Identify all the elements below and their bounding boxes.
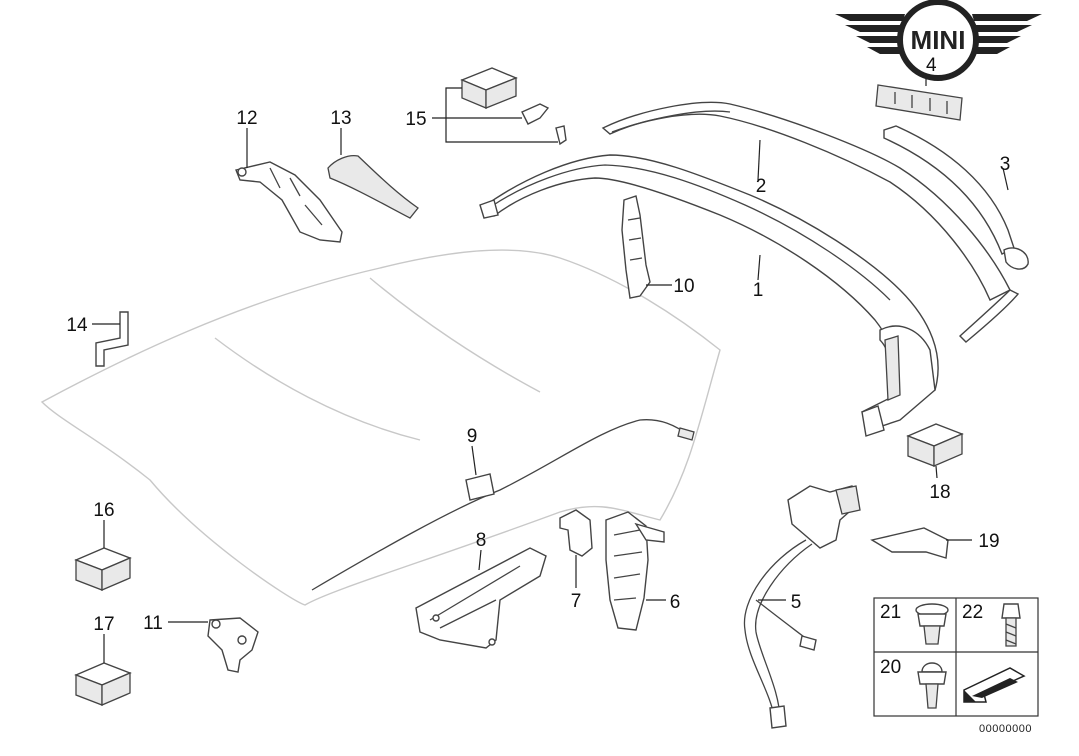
logo-ring <box>897 0 979 81</box>
mini-logo: MINI 4 <box>835 0 1042 86</box>
logo-wing-left <box>835 14 905 54</box>
logo-text: MINI <box>911 25 966 55</box>
part-5-latch <box>743 485 861 729</box>
fasteners-table: 21 22 20 <box>873 597 1039 717</box>
label-part-7: 7 <box>571 591 582 612</box>
part-12-hinge-plate <box>235 161 343 243</box>
label-part-12: 12 <box>236 108 257 129</box>
diagram-code: 00000000 <box>979 723 1032 735</box>
part-11-bracket <box>207 617 259 673</box>
part-14-rod <box>95 311 129 367</box>
label-part-18: 18 <box>929 482 950 503</box>
label-part-15: 15 <box>405 109 426 130</box>
part-2-front-bow <box>601 101 1020 343</box>
label-part-17: 17 <box>93 614 114 635</box>
label-part-10: 10 <box>673 276 694 297</box>
part-4-strip <box>875 84 963 121</box>
leader-lines <box>92 87 1009 663</box>
table-cell-22: 22 <box>962 602 983 623</box>
table-cell-21: 21 <box>880 602 901 623</box>
roof-outline <box>40 249 721 606</box>
label-part-6: 6 <box>670 592 681 613</box>
label-part-19: 19 <box>978 531 999 552</box>
part-13-trim <box>327 154 419 219</box>
fastener-21-icon <box>915 603 949 645</box>
label-part-13: 13 <box>330 108 351 129</box>
label-part-3: 3 <box>1000 154 1011 175</box>
label-part-16: 16 <box>93 500 114 521</box>
label-part-2: 2 <box>756 176 767 197</box>
label-part-1: 1 <box>753 280 764 301</box>
part-15-box <box>460 67 518 109</box>
label-part-11: 11 <box>143 613 163 634</box>
arrow-icon <box>963 667 1026 703</box>
part-19-seal <box>870 527 949 559</box>
fastener-22-icon <box>1001 603 1021 647</box>
part-15-kit <box>460 67 567 146</box>
part-9-cable <box>311 419 695 591</box>
label-part-14: 14 <box>66 315 88 336</box>
part-labels: 1 2 3 5 6 7 8 9 10 11 12 13 14 15 16 17 … <box>66 108 1010 635</box>
table-cell-20: 20 <box>880 657 901 678</box>
label-part-5: 5 <box>791 592 802 613</box>
part-16-box <box>74 547 132 591</box>
part-8-plate <box>415 547 547 649</box>
part-3-seal <box>883 125 1029 270</box>
logo-part-number: 4 <box>926 55 937 76</box>
label-part-9: 9 <box>467 426 478 447</box>
part-10-bracket <box>621 195 651 299</box>
fastener-20-icon <box>917 662 947 709</box>
logo-wing-right <box>972 14 1042 54</box>
part-6-hinge <box>605 511 665 631</box>
part-17-box <box>74 662 132 706</box>
label-part-8: 8 <box>476 530 487 551</box>
part-18-box <box>906 423 964 467</box>
part-7-clip <box>559 509 593 557</box>
part-1-main-frame <box>479 154 939 437</box>
